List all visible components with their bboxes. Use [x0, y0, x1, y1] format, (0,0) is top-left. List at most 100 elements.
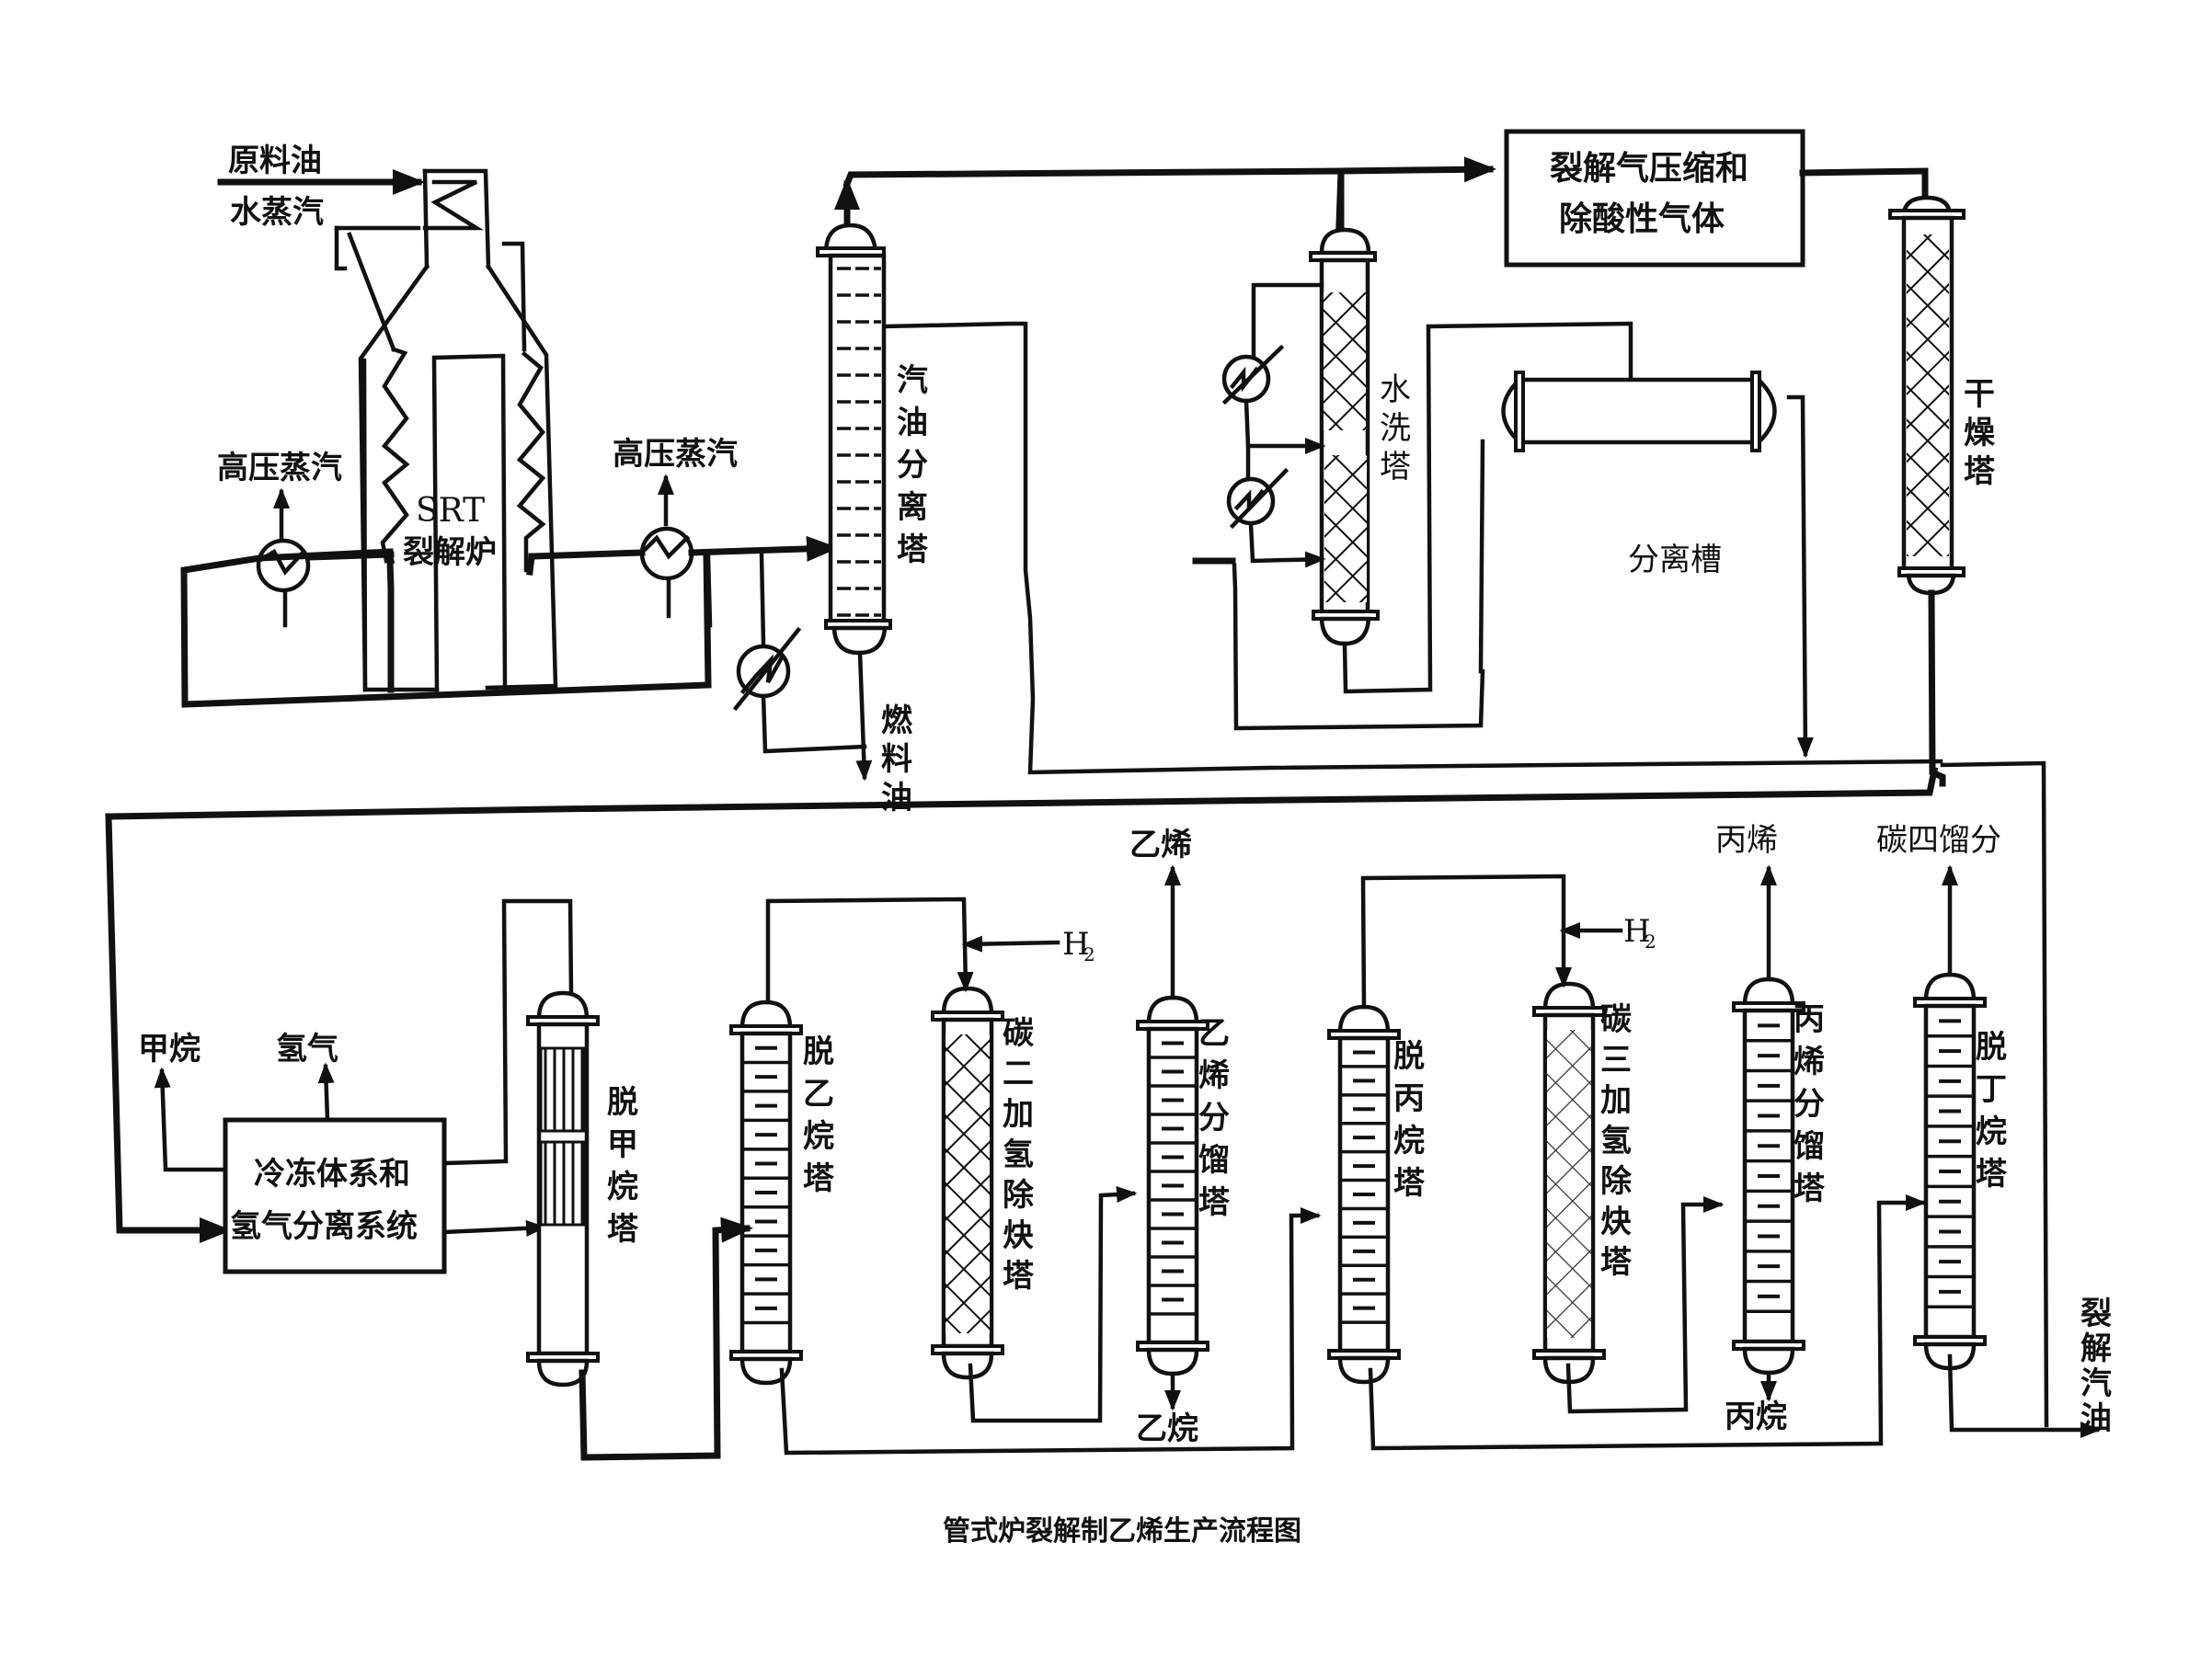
column-bottom-head — [941, 1351, 994, 1380]
fractionator-side-draw-pipe — [883, 321, 1943, 775]
column-packing — [1547, 1030, 1591, 1338]
fuel-oil-label-char: 油 — [881, 780, 912, 817]
h2-sub-c3: 2 — [1645, 931, 1656, 953]
cracked-gas-to-fractionator — [688, 535, 839, 562]
dryer-label-char: 燥 — [1964, 415, 1996, 451]
cold-box-to-demethanizer-top — [441, 898, 574, 1166]
c2-h2-inlet — [961, 935, 1060, 953]
quench-packing-upper — [1324, 292, 1366, 430]
column-label-char: 甲 — [607, 1126, 638, 1163]
fractionator-label-char: 离 — [897, 489, 928, 526]
dryer: 干燥塔 — [1888, 195, 1996, 787]
quench-label: 水洗塔 — [1380, 371, 1411, 485]
column-label-char: 除 — [1003, 1177, 1035, 1214]
fractionator-trays — [837, 267, 881, 617]
column-label-char: 塔 — [1003, 1258, 1035, 1295]
column-top-head — [1542, 981, 1596, 1012]
radiant-coil-left-icon — [380, 347, 410, 564]
cooler-diagonal — [732, 626, 802, 712]
column-label-char: 烷 — [607, 1169, 638, 1205]
transfer-line-exchanger-right: 高压蒸汽 — [613, 436, 738, 619]
separator-drum-label: 分离槽 — [1628, 542, 1722, 578]
column-label-char: 加 — [1600, 1082, 1632, 1119]
column-label-char: 脱 — [1976, 1029, 2007, 1066]
hp-steam-right-label: 高压蒸汽 — [613, 436, 738, 473]
column-bottom-head — [739, 1356, 793, 1386]
cold-box-frame — [223, 1117, 447, 1274]
furnace-inner-left — [361, 358, 368, 692]
column-top-head — [1923, 972, 1977, 1003]
fractionator-label-char: 汽 — [897, 362, 928, 399]
furnace-convection-left — [422, 168, 430, 269]
demethanizer-bottoms-to-deethanizer — [579, 1216, 753, 1461]
dried-gas-header — [105, 766, 1939, 1243]
feed-oil-label: 原料油 — [228, 143, 322, 179]
column-top-head — [1146, 995, 1199, 1026]
furnace-wall-right — [485, 263, 558, 691]
propane-product-label: 丙烷 — [1725, 1399, 1787, 1435]
quench-packing-lower — [1324, 455, 1367, 602]
column-label-char: 乙 — [803, 1076, 834, 1113]
cooler-outlet — [761, 693, 867, 754]
figure-caption: 管式炉裂解制乙烯生产流程图 — [943, 1515, 1301, 1548]
compression-box: 裂解气压缩和 除酸性气体 — [1504, 129, 1938, 268]
c2-hydrogenation-to-ethylene-fractionator — [968, 1186, 1138, 1423]
fractionator-label-char: 塔 — [897, 531, 929, 568]
drum-to-gasoline-line — [1786, 394, 1814, 759]
h2-label-c3: H 2 — [1623, 913, 1656, 953]
fractionator-label-char: 油 — [897, 405, 928, 441]
column-bottom-head — [536, 1358, 590, 1388]
fractionator-bottom-head — [831, 625, 888, 656]
column-bottom-head — [1146, 1347, 1199, 1376]
column-top-head — [1337, 1004, 1391, 1035]
quench-circ-bottom — [1248, 521, 1326, 568]
column-label-char: 乙 — [1198, 1015, 1230, 1052]
column-top-head — [739, 999, 793, 1031]
dryer-outlet — [1928, 589, 1946, 787]
cracked-gasoline-label-char: 解 — [2080, 1331, 2112, 1367]
dryer-label: 干燥塔 — [1964, 376, 1996, 490]
drum-shell — [1517, 377, 1761, 445]
fuel-oil-label-char: 燃 — [881, 702, 913, 739]
column-label-char: 脱 — [607, 1084, 638, 1121]
dryer-packing — [1907, 234, 1949, 556]
exchanger-zigzag-right — [642, 534, 691, 560]
cold-box: 冷冻体系和 氢气分离系统 甲烷 氢气 — [138, 898, 574, 1274]
h2-main-c2: H — [1062, 926, 1090, 963]
quench-cooler-lower-zigzag — [1233, 488, 1266, 514]
cracked-gasoline-label-char: 油 — [2080, 1400, 2112, 1437]
compression-box-frame — [1504, 129, 1805, 268]
h2-label-c2: H 2 — [1062, 926, 1095, 965]
column-label-char: 塔 — [1976, 1156, 2008, 1193]
coil-connector-right — [501, 241, 527, 352]
drum-flange-right — [1750, 371, 1761, 452]
compression-box-line1: 裂解气压缩和 — [1550, 149, 1748, 188]
cold-box-line2: 氢气分离系统 — [230, 1208, 418, 1245]
column-label-char: 烯 — [1198, 1057, 1230, 1094]
column-label-char: 馏 — [1794, 1128, 1825, 1165]
depropanizer-overhead-to-c3-hydrogenation — [1360, 874, 1572, 1010]
column-label-char: 氢 — [1600, 1123, 1632, 1159]
radiant-coil-right-icon — [516, 350, 546, 573]
column-label-char: 丁 — [1976, 1071, 2007, 1108]
h2-sub-c2: 2 — [1083, 943, 1095, 965]
water-quench-tower: 水洗塔 — [1192, 156, 1633, 731]
furnace-to-exchanger-right — [528, 549, 646, 561]
methane-label: 甲烷 — [138, 1031, 201, 1068]
quench-oil-return — [705, 554, 713, 628]
column-label-char: 塔 — [1198, 1184, 1231, 1221]
cooler-zigzag — [739, 654, 785, 695]
column-packing-lower — [539, 1140, 587, 1227]
ethane-product-label: 乙烷 — [1136, 1410, 1198, 1447]
column-label-char: 二 — [1003, 1056, 1034, 1092]
fractionator-label-char: 分 — [897, 447, 928, 484]
ethylene-product-label: 乙烯 — [1129, 827, 1192, 863]
